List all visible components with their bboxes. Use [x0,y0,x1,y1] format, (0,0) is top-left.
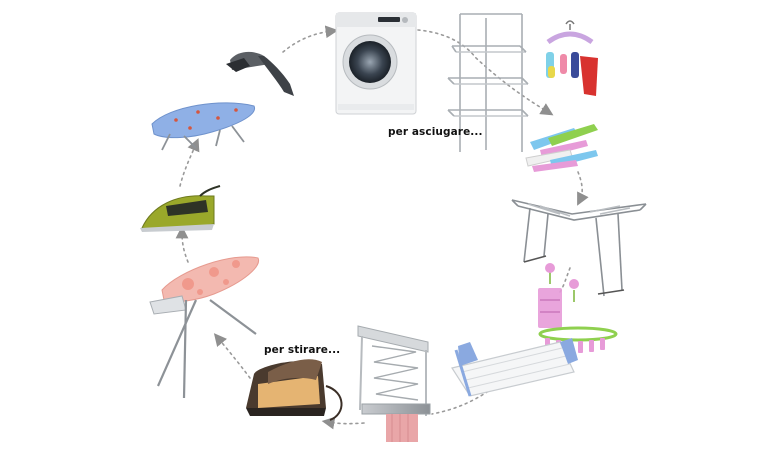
wing-drying-rack-image [511,199,647,297]
table-ironing-board-image [151,102,255,151]
washing-machine-image [335,12,417,115]
tower-drying-rack-image [447,13,529,152]
wall-mounted-drying-rack-image [357,325,431,442]
peg-hanger-image [538,263,618,353]
arrow-wing-rack-to-peg-hanger [559,267,571,293]
arrow-pegs-to-wing-rack [577,171,589,206]
arrow-steamer-to-washer [282,25,339,53]
garment-steamer-image [226,51,294,96]
clothes-pegs-image [525,124,598,172]
steam-generator-iron-image [246,359,343,421]
arrow-washer-to-tower [417,29,554,116]
arrow-iron-to-table-board [179,138,200,187]
ironing-board-image [149,256,260,399]
arrow-wall-rack-to-steam-gen [321,416,365,430]
ironing-label: per stirare... [264,344,341,356]
radiator-drying-rack-image [451,338,578,397]
drying-label: per asciugare... [388,126,483,138]
arrow-board-to-iron [175,225,189,263]
steam-iron-image [140,185,221,232]
sock-hanger-image [546,20,598,96]
arrow-steam-gen-to-board [213,333,251,379]
